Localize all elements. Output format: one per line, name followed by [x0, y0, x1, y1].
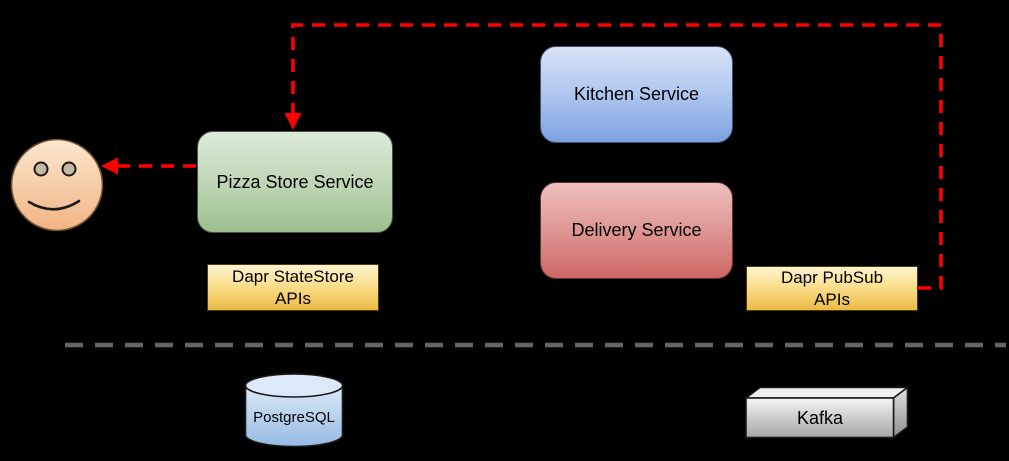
smiley-face-icon	[10, 138, 104, 232]
kitchen-service-label: Kitchen Service	[573, 84, 700, 104]
node-kitchen-service: Kitchen Service	[540, 46, 733, 143]
node-delivery-service: Delivery Service	[540, 182, 733, 279]
node-dapr-statestore-apis: Dapr StateStore APIs	[207, 264, 379, 311]
smiley-head	[10, 138, 104, 232]
smiley-mouth	[27, 199, 81, 211]
cube-top-face	[745, 386, 909, 399]
database-cylinder-icon: PostgreSQL	[244, 373, 344, 448]
dapr-pubsub-apis-label: Dapr PubSub APIs	[780, 267, 884, 309]
node-pizza-store-service: Pizza Store Service	[197, 131, 393, 233]
smiley-left-eye	[33, 161, 49, 177]
cube-front-face	[745, 397, 895, 439]
kafka-label: Kafka	[797, 408, 844, 428]
pizza-store-service-label: Pizza Store Service	[216, 171, 374, 192]
pubsub-to-pizza-arrowhead	[284, 113, 302, 130]
delivery-service-label: Delivery Service	[571, 220, 702, 240]
cylinder-top	[244, 373, 344, 398]
cube-3d-icon: Kafka	[745, 386, 909, 439]
postgresql-label: PostgreSQL	[253, 409, 335, 426]
cylinder-body	[244, 385, 344, 448]
dapr-statestore-apis-label: Dapr StateStore APIs	[232, 266, 354, 308]
smiley-right-eye	[61, 161, 77, 177]
node-dapr-pubsub-apis: Dapr PubSub APIs	[746, 266, 918, 311]
